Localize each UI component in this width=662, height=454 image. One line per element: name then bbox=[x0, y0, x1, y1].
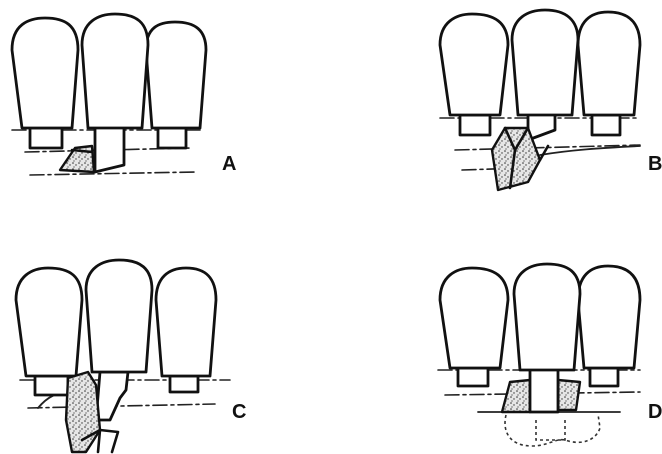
tooth-right bbox=[578, 12, 640, 135]
panel-a bbox=[12, 14, 206, 175]
panel-label-c: C bbox=[232, 401, 246, 423]
panel-label-b: B bbox=[648, 153, 662, 175]
panel-d bbox=[438, 264, 640, 446]
panel-c bbox=[16, 260, 230, 452]
tooth-right bbox=[156, 268, 216, 392]
tooth-left bbox=[12, 18, 78, 148]
bone-outline-d bbox=[505, 414, 600, 446]
graft-d-left bbox=[502, 380, 530, 412]
graft-d-right bbox=[558, 380, 580, 410]
panel-label-a: A bbox=[222, 153, 236, 175]
tooth-left bbox=[440, 268, 508, 386]
panel-b bbox=[440, 10, 640, 190]
tooth-center bbox=[86, 260, 152, 372]
tooth-left bbox=[440, 14, 508, 135]
tooth-right bbox=[578, 266, 640, 386]
tooth-right bbox=[146, 22, 206, 148]
panel-label-d: D bbox=[648, 401, 662, 423]
tooth-center-root bbox=[96, 372, 128, 420]
tooth-center bbox=[512, 10, 578, 140]
